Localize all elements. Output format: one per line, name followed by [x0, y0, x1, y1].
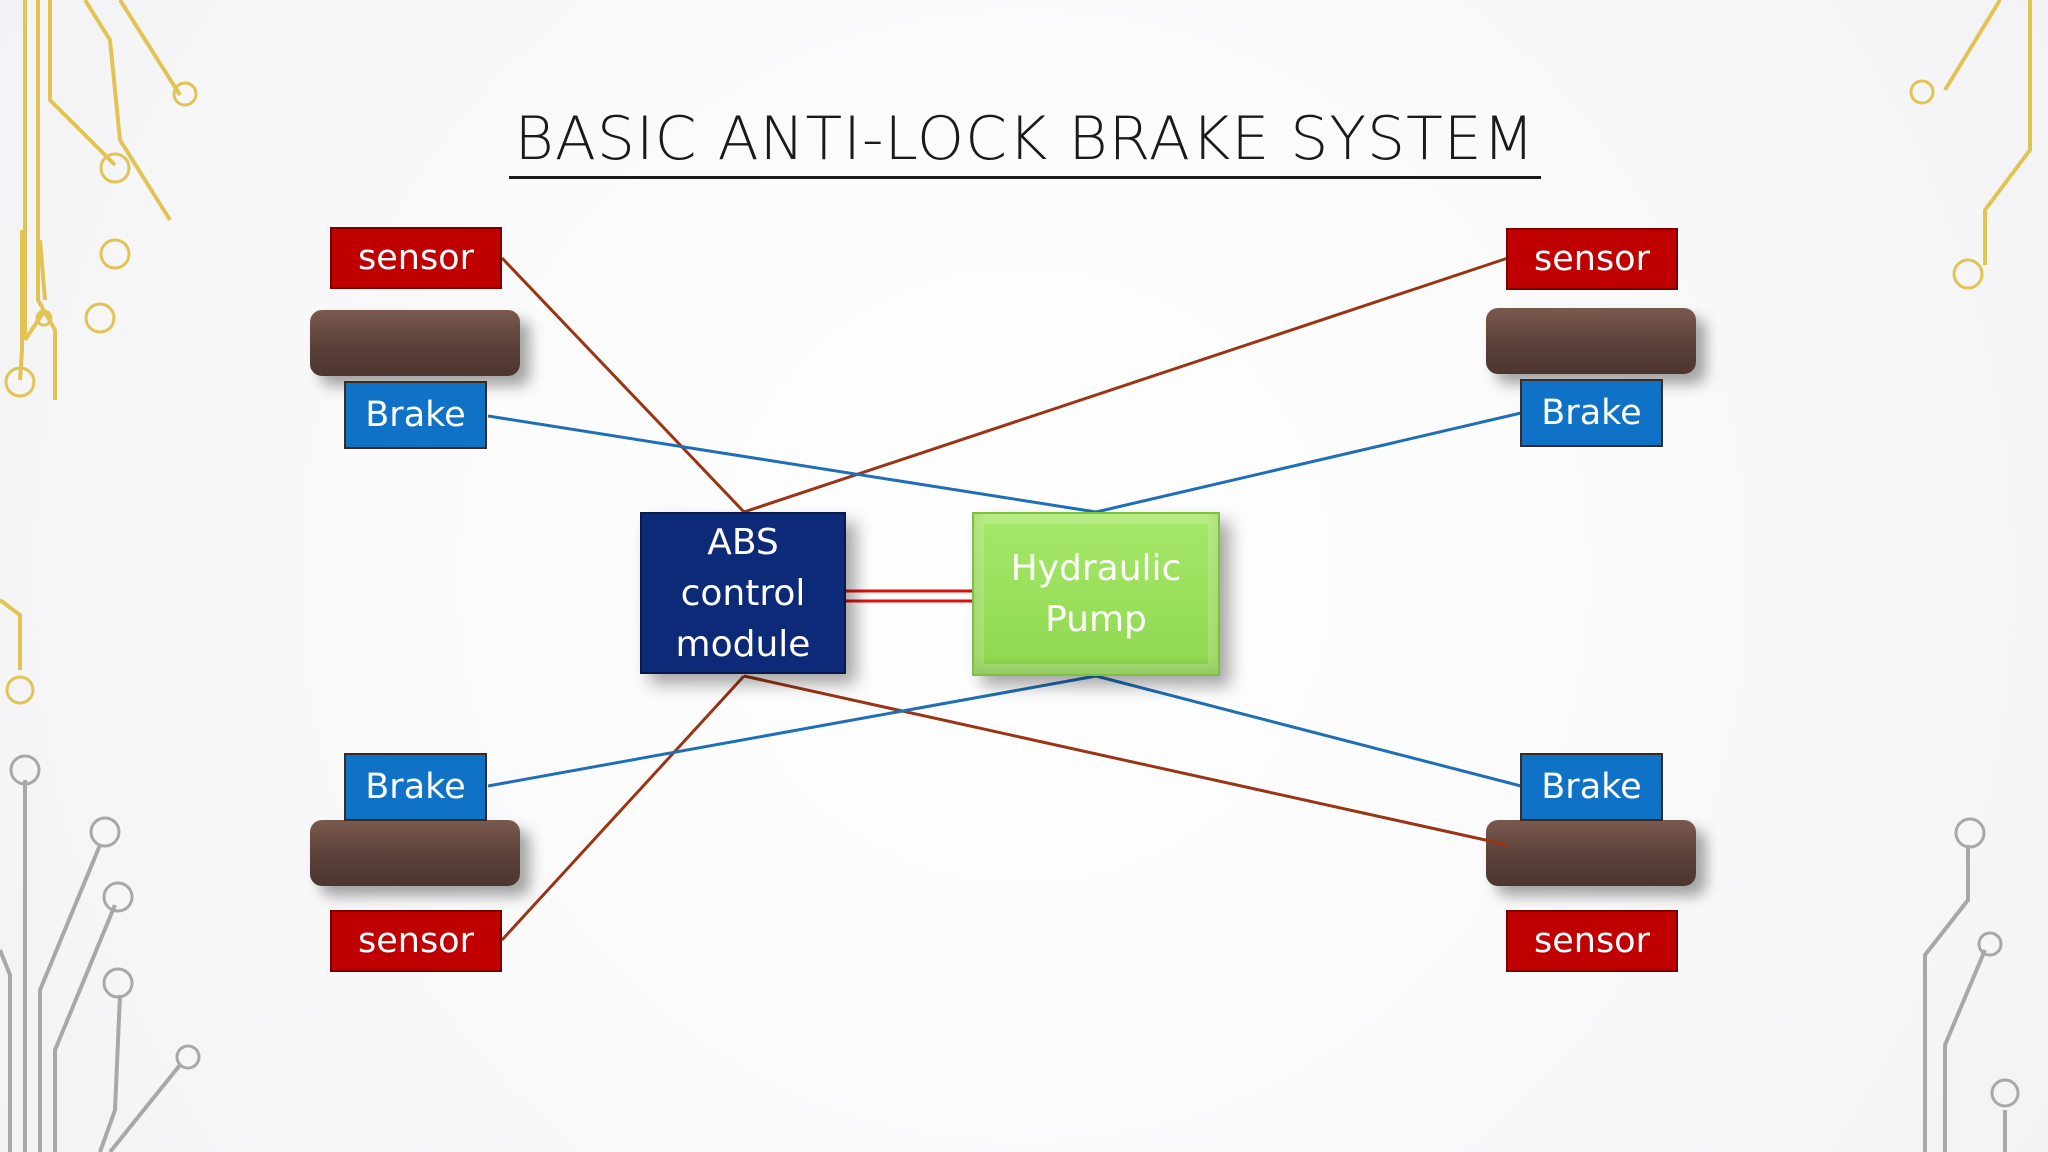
brake-pad-front-left [310, 310, 520, 376]
abs-label-line-3: module [675, 623, 811, 665]
sensor-rear-right: sensor [1506, 910, 1678, 972]
brake-rear-left: Brake [344, 753, 487, 821]
abs-pump-link [846, 589, 975, 603]
hydraulic-pump: Hydraulic Pump [972, 512, 1220, 676]
pump-label-line-2: Pump [1045, 599, 1147, 640]
brake-front-left: Brake [344, 381, 487, 449]
signal-line-rear-left [500, 674, 746, 942]
pump-label-line-1: Hydraulic [1010, 548, 1182, 589]
brake-pad-rear-left [310, 820, 520, 886]
abs-label-line-2: control [680, 572, 806, 614]
slide-title: BASIC ANTI-LOCK BRAKE SYSTEM [440, 104, 1610, 179]
hydraulic-line-rear-right [1095, 674, 1522, 788]
abs-control-module: ABS control module [640, 512, 846, 674]
hydraulic-line-front-right [1095, 411, 1522, 514]
signal-line-rear-right [743, 674, 1509, 847]
signal-line-front-right [743, 256, 1509, 514]
sensor-front-right: sensor [1506, 228, 1678, 290]
abs-label-line-1: ABS [707, 521, 779, 563]
hydraulic-line-rear-left [487, 674, 1097, 788]
signal-line-front-left [500, 256, 746, 514]
sensor-front-left: sensor [330, 227, 502, 289]
brake-pad-rear-right [1486, 820, 1696, 886]
sensor-rear-left: sensor [330, 910, 502, 972]
hydraulic-line-front-left [487, 414, 1097, 514]
brake-front-right: Brake [1520, 379, 1663, 447]
brake-pad-front-right [1486, 308, 1696, 374]
brake-rear-right: Brake [1520, 753, 1663, 821]
